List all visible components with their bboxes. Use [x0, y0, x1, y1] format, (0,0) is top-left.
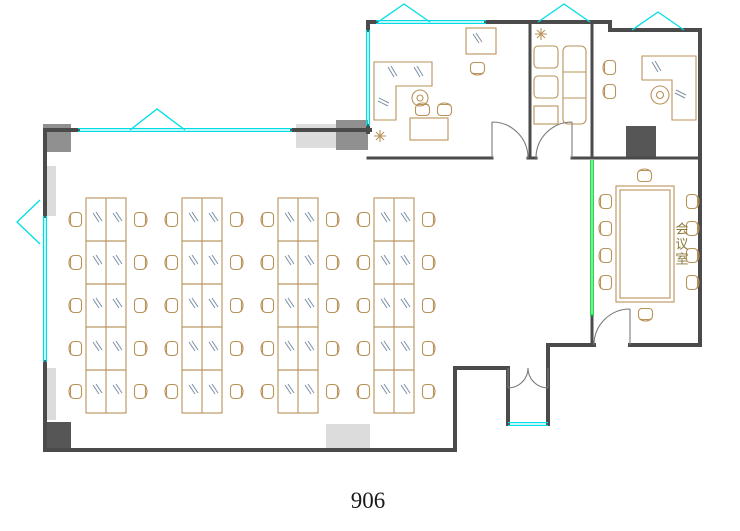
l-shaped-desk [641, 55, 697, 121]
sofa [562, 45, 587, 125]
meeting-room: 会议室 [598, 168, 700, 322]
door-entrance-double [507, 367, 549, 389]
windows [16, 3, 685, 427]
office-chair [650, 85, 670, 105]
structural-columns [43, 120, 656, 450]
l-shaped-desk [373, 61, 433, 121]
desk-group-3 [261, 198, 339, 413]
window-suite-left [365, 30, 371, 126]
conference-table [615, 185, 675, 303]
side-table [465, 27, 497, 55]
window-symbol-top-main [129, 108, 186, 131]
plant [373, 129, 387, 143]
guest-chair [469, 61, 486, 76]
office-chair [411, 89, 429, 107]
guest-chair [436, 102, 453, 117]
green-partition [590, 160, 594, 316]
plant [534, 27, 548, 41]
desk-group-2 [165, 198, 243, 413]
guest-chair [414, 102, 431, 117]
door-office-left [491, 121, 529, 159]
coffee-table [533, 105, 559, 125]
office-right [602, 55, 697, 121]
office-reception [533, 27, 587, 125]
window-symbol-suite-1 [377, 3, 431, 23]
column-suite [626, 126, 656, 158]
meeting-room-label: 会议室 [674, 222, 689, 267]
column-bottom-left [43, 422, 71, 450]
guest-chair [602, 83, 617, 100]
door-meeting-room [593, 308, 631, 346]
window-symbol-left [16, 199, 41, 245]
window-suite-top [376, 19, 486, 25]
door-reception [535, 121, 573, 159]
column-top-mid [336, 120, 368, 150]
armchair [533, 75, 559, 99]
small-table [409, 117, 449, 141]
desk-group-1 [69, 198, 147, 413]
window-symbol-suite-3 [631, 11, 685, 31]
window-top-main [78, 127, 292, 133]
interior-walls [366, 20, 702, 347]
column-bottom-mid [326, 424, 370, 450]
workstation-area [69, 198, 435, 413]
window-vestibule [508, 421, 548, 427]
column-top-mid-light [296, 124, 338, 148]
floor-number-label: 906 [351, 488, 386, 513]
office-left [373, 27, 497, 143]
armchair [533, 45, 559, 69]
exterior-walls [43, 20, 702, 452]
window-left-wall [42, 216, 48, 362]
window-symbol-suite-2 [537, 3, 591, 23]
doors [491, 121, 631, 389]
guest-chair [602, 59, 617, 76]
desk-group-4 [357, 198, 435, 413]
